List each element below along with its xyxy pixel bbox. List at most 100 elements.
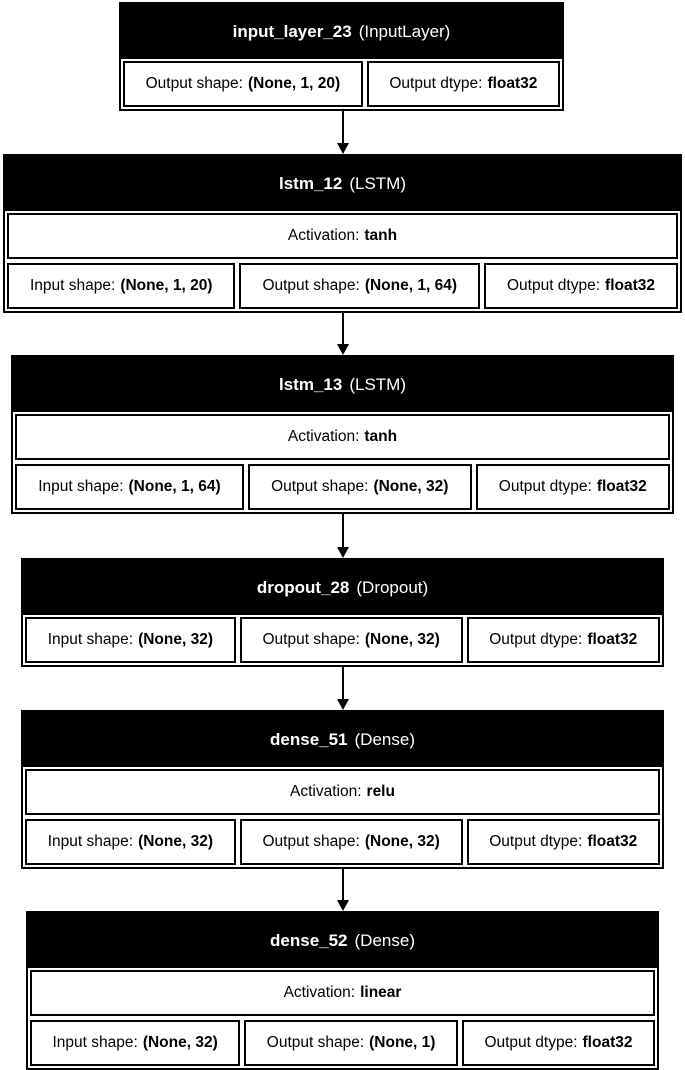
attribute-label: Output shape: <box>262 277 360 294</box>
attribute-label: Input shape: <box>52 1034 138 1051</box>
attribute-label: Output dtype: <box>484 1034 578 1051</box>
attribute-label: Output dtype: <box>489 631 583 648</box>
layer-header: input_layer_23 (InputLayer) <box>121 4 562 59</box>
attribute-value: float32 <box>605 277 655 294</box>
attribute-label: Activation: <box>283 984 356 1001</box>
layer-header: dense_51 (Dense) <box>23 712 662 767</box>
attribute-value: float32 <box>587 631 638 648</box>
layer-name: input_layer_23 <box>232 21 352 41</box>
shape-row: Input shape:(None, 32)Output shape:(None… <box>28 1018 657 1068</box>
attribute-cell: Output shape:(None, 1) <box>244 1020 458 1066</box>
attribute-value: (None, 32) <box>364 631 440 648</box>
attribute-label: Input shape: <box>47 833 134 850</box>
attribute-label: Activation: <box>287 428 360 445</box>
layer-type: (Dropout) <box>356 577 429 597</box>
layer-name: lstm_13 <box>279 374 343 394</box>
arrow-head <box>337 143 349 154</box>
attribute-value: relu <box>366 783 395 800</box>
attribute-label: Output dtype: <box>389 75 483 92</box>
shape-row: Input shape:(None, 32)Output shape:(None… <box>23 615 662 665</box>
attribute-cell: Output dtype:float32 <box>483 263 678 309</box>
attribute-cell: Output shape:(None, 32) <box>239 617 463 663</box>
attribute-value: (None, 1, 20) <box>120 277 213 294</box>
arrow-head <box>337 699 349 710</box>
layer-header: dense_52 (Dense) <box>28 913 657 968</box>
attribute-label: Output shape: <box>145 75 243 92</box>
attribute-value: float32 <box>596 478 647 495</box>
attribute-label: Output shape: <box>262 833 360 850</box>
attribute-label: Input shape: <box>47 631 134 648</box>
attribute-cell: Input shape:(None, 1, 20) <box>7 263 236 309</box>
attribute-cell: Output dtype:float32 <box>466 617 661 663</box>
layer-header: lstm_13 (LSTM) <box>13 357 672 412</box>
attribute-cell: Output dtype:float32 <box>475 464 671 510</box>
layer-type: (Dense) <box>354 930 415 950</box>
layer-header: lstm_12 (LSTM) <box>5 156 680 211</box>
layer-header: dropout_28 (Dropout) <box>23 560 662 615</box>
shape-row: Input shape:(None, 1, 20)Output shape:(N… <box>5 261 680 311</box>
attribute-value: tanh <box>364 428 398 445</box>
attribute-cell: Output shape:(None, 1, 20) <box>123 61 363 107</box>
shape-row: Output shape:(None, 1, 20)Output dtype:f… <box>121 59 562 109</box>
attribute-cell: Activation:relu <box>25 769 660 815</box>
attribute-value: (None, 32) <box>138 631 213 648</box>
attribute-cell: Input shape:(None, 32) <box>25 617 236 663</box>
attribute-cell: Output shape:(None, 32) <box>239 819 463 865</box>
attribute-value: (None, 32) <box>142 1034 218 1051</box>
arrow-head <box>337 900 349 911</box>
attribute-label: Output dtype: <box>498 478 592 495</box>
attribute-value: (None, 1) <box>369 1034 436 1051</box>
attribute-value: float32 <box>487 75 538 92</box>
attribute-value: (None, 32) <box>138 833 213 850</box>
shape-row: Input shape:(None, 32)Output shape:(None… <box>23 817 662 867</box>
attribute-cell: Input shape:(None, 1, 64) <box>15 464 244 510</box>
attribute-cell: Output dtype:float32 <box>461 1020 655 1066</box>
attribute-label: Input shape: <box>38 478 124 495</box>
layer-name: dense_52 <box>270 930 348 950</box>
layer-node-dropout_28: dropout_28(Dropout)Input shape:(None, 32… <box>21 558 664 667</box>
attribute-label: Output dtype: <box>506 277 601 294</box>
attribute-cell: Input shape:(None, 32) <box>25 819 236 865</box>
attribute-value: tanh <box>364 227 398 244</box>
attribute-cell: Activation:tanh <box>15 414 670 460</box>
attribute-value: (None, 1, 64) <box>364 277 457 294</box>
attribute-label: Output shape: <box>271 478 369 495</box>
shape-row: Input shape:(None, 1, 64)Output shape:(N… <box>13 462 672 512</box>
attribute-label: Input shape: <box>29 277 116 294</box>
attribute-value: (None, 1, 20) <box>247 75 341 92</box>
attribute-label: Output shape: <box>266 1034 365 1051</box>
activation-row: Activation:linear <box>28 968 657 1018</box>
attribute-label: Activation: <box>287 227 360 244</box>
attribute-value: linear <box>360 984 402 1001</box>
attribute-label: Activation: <box>290 783 362 800</box>
attribute-cell: Input shape:(None, 32) <box>30 1020 241 1066</box>
layer-name: lstm_12 <box>279 173 343 193</box>
layer-type: (LSTM) <box>349 173 406 193</box>
attribute-value: (None, 32) <box>373 478 449 495</box>
attribute-value: (None, 1, 64) <box>128 478 221 495</box>
attribute-cell: Output shape:(None, 1, 64) <box>239 263 480 309</box>
activation-row: Activation:tanh <box>5 211 680 261</box>
layer-type: (Dense) <box>354 729 415 749</box>
attribute-cell: Activation:tanh <box>7 213 678 259</box>
attribute-value: float32 <box>587 833 638 850</box>
layer-name: dense_51 <box>270 729 348 749</box>
arrow-head <box>337 344 349 355</box>
attribute-value: (None, 32) <box>364 833 440 850</box>
layer-name: dropout_28 <box>256 577 350 597</box>
attribute-cell: Output dtype:float32 <box>466 819 661 865</box>
attribute-cell: Output dtype:float32 <box>366 61 561 107</box>
attribute-label: Output dtype: <box>489 833 583 850</box>
arrow-head <box>337 547 349 558</box>
attribute-cell: Activation:linear <box>30 970 655 1016</box>
activation-row: Activation:tanh <box>13 412 672 462</box>
layer-node-input_layer_23: input_layer_23 (InputLayer) Output shape:(… <box>119 2 564 111</box>
layer-type: (InputLayer) <box>358 21 451 41</box>
layer-type: (LSTM) <box>349 374 406 394</box>
activation-row: Activation:relu <box>23 767 662 817</box>
